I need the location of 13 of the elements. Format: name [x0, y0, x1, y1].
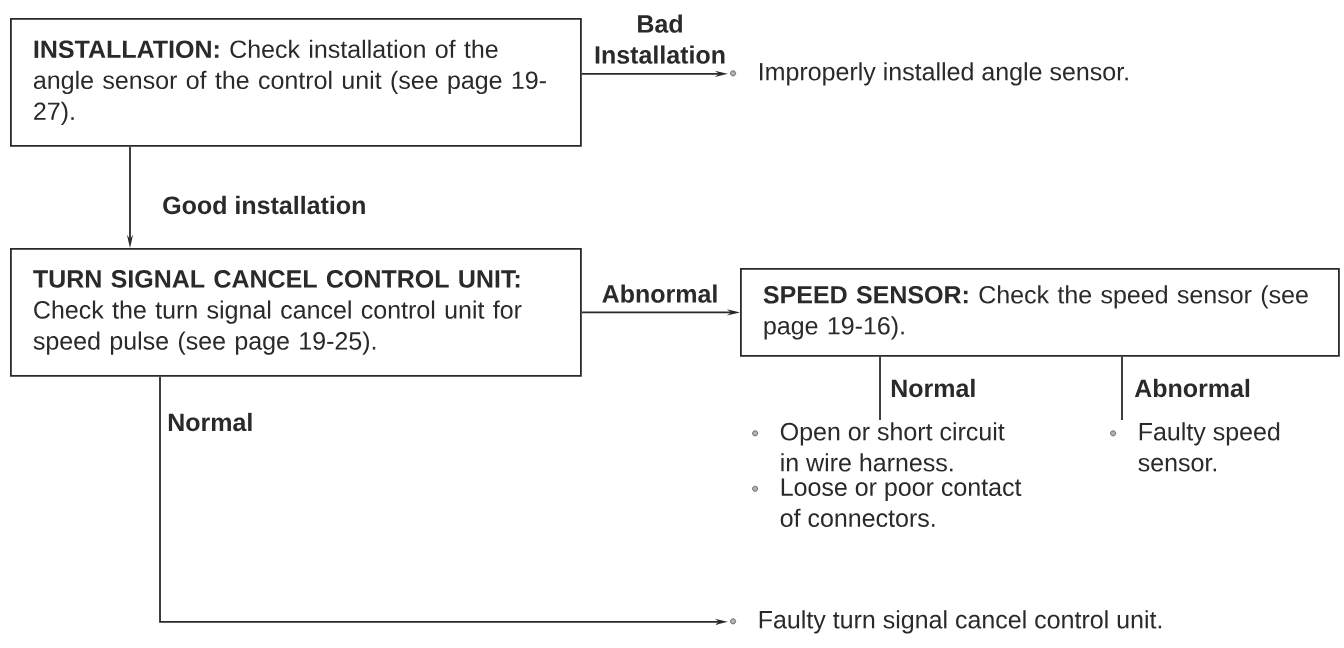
- process-box: SPEED SENSOR: Check the speed sensor (see page 19-16).: [740, 268, 1340, 357]
- edge-label: Abnormal: [1134, 378, 1250, 398]
- bullet-text: Faulty turn signal cancel control unit.: [730, 610, 1162, 634]
- edge-label: Abnormal: [602, 284, 717, 303]
- edge-label: Normal: [168, 412, 252, 432]
- bullet-text: Improperly installed angle sensor.: [730, 62, 1128, 86]
- process-box: TURN SIGNAL CANCEL CONTROL UNIT: Check the turn signal cancel control unit for speed pulse (see page 19-25).: [10, 248, 582, 377]
- edge-label: Bad Installation: [595, 14, 725, 64]
- edge-label: Normal: [891, 378, 975, 398]
- process-box: INSTALLATION: Check installation of the angle sensor of the control unit (see page 19-27).: [10, 18, 582, 147]
- edge-label: Good installation: [163, 195, 365, 215]
- bullet-text: Open or short circuit in wire harness. Loose or poor contact of connectors.: [752, 422, 1022, 527]
- bullet-text: Faulty speed sensor.: [1110, 422, 1280, 472]
